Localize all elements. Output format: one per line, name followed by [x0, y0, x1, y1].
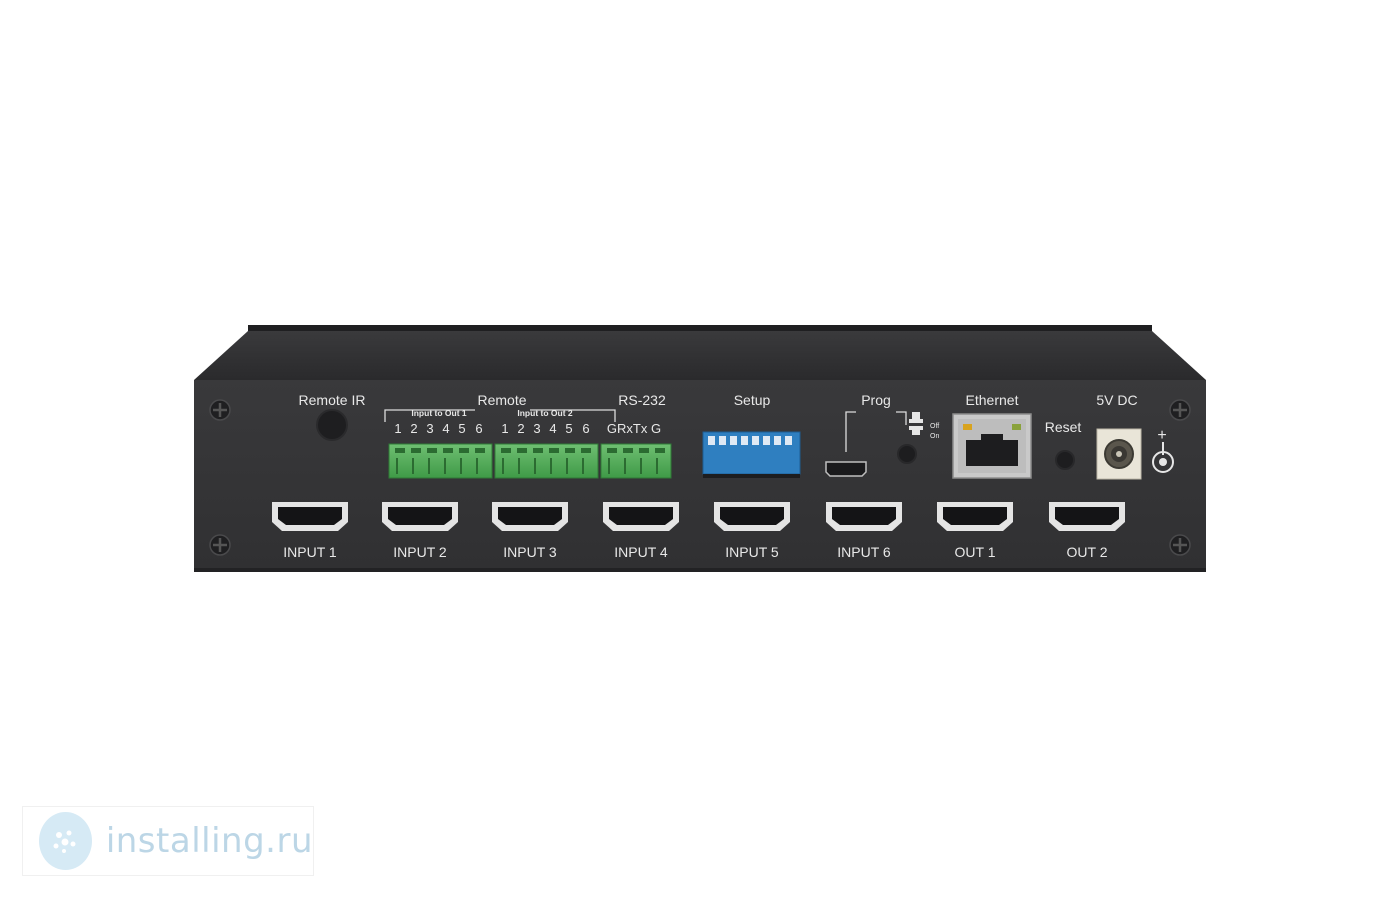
pin-number: 6 — [582, 421, 589, 436]
power-label: 5V DC — [1096, 392, 1137, 408]
screw-icon — [209, 534, 231, 556]
pin-number: 3 — [426, 421, 433, 436]
ethernet-label: Ethernet — [966, 392, 1019, 408]
pin-number: 5 — [458, 421, 465, 436]
ir-sensor — [316, 409, 348, 441]
remote-bracket — [384, 409, 616, 422]
dc-jack[interactable] — [1096, 428, 1142, 480]
terminal-block-rs232[interactable] — [600, 443, 672, 479]
rs232-pins-label: GRxTx G — [607, 421, 661, 436]
group1-numbers: 1 2 3 4 5 6 — [394, 421, 482, 436]
on-label: On — [930, 433, 939, 440]
pin-number: 6 — [475, 421, 482, 436]
watermark-logo-icon — [39, 812, 92, 870]
reset-label: Reset — [1045, 419, 1082, 435]
polarity-plus: + — [1157, 427, 1166, 444]
dip-switch[interactable] — [702, 431, 801, 478]
setup-label: Setup — [734, 392, 771, 408]
pin-number: 3 — [533, 421, 540, 436]
port-label: INPUT 4 — [614, 544, 668, 560]
terminal-block-out1[interactable] — [388, 443, 493, 479]
pin-number: 1 — [501, 421, 508, 436]
prog-bracket — [845, 411, 907, 452]
remote-label: Remote — [477, 392, 526, 408]
hdmi-port-out-1[interactable] — [937, 502, 1013, 531]
hdmi-port-out-2[interactable] — [1049, 502, 1125, 531]
port-label: INPUT 3 — [503, 544, 557, 560]
terminal-block-out2[interactable] — [494, 443, 599, 479]
pin-number: 2 — [517, 421, 524, 436]
screw-icon — [1169, 534, 1191, 556]
watermark: installing.ru — [22, 806, 314, 876]
port-label: INPUT 5 — [725, 544, 779, 560]
screw-icon — [209, 399, 231, 421]
hdmi-port-input-1[interactable] — [272, 502, 348, 531]
port-label: OUT 1 — [955, 544, 996, 560]
port-label: INPUT 6 — [837, 544, 891, 560]
chassis — [194, 325, 1206, 572]
prog-button[interactable] — [897, 444, 917, 464]
input-to-out-2-label: Input to Out 2 — [517, 408, 573, 418]
pin-number: 4 — [549, 421, 556, 436]
hdmi-port-input-2[interactable] — [382, 502, 458, 531]
group2-numbers: 1 2 3 4 5 6 — [501, 421, 589, 436]
hdmi-port-input-6[interactable] — [826, 502, 902, 531]
off-label: Off — [930, 423, 939, 430]
input-to-out-1-label: Input to Out 1 — [411, 408, 467, 418]
pin-number: 5 — [565, 421, 572, 436]
hdmi-port-input-3[interactable] — [492, 502, 568, 531]
pin-number: 4 — [442, 421, 449, 436]
screw-icon — [1169, 399, 1191, 421]
remote-ir-label: Remote IR — [299, 392, 366, 408]
hdmi-port-input-4[interactable] — [603, 502, 679, 531]
hdmi-port-input-5[interactable] — [714, 502, 790, 531]
port-label: OUT 2 — [1067, 544, 1108, 560]
mini-usb-port[interactable] — [825, 461, 867, 477]
pin-number: 2 — [410, 421, 417, 436]
ethernet-port[interactable] — [952, 413, 1032, 479]
prog-label: Prog — [861, 392, 891, 408]
pin-number: 1 — [394, 421, 401, 436]
switch-icon — [909, 412, 923, 435]
port-label: INPUT 2 — [393, 544, 447, 560]
watermark-text: installing.ru — [105, 821, 313, 861]
port-label: INPUT 1 — [283, 544, 337, 560]
polarity-icon — [1152, 442, 1174, 473]
rs232-label: RS-232 — [618, 392, 666, 408]
reset-button[interactable] — [1055, 450, 1075, 470]
